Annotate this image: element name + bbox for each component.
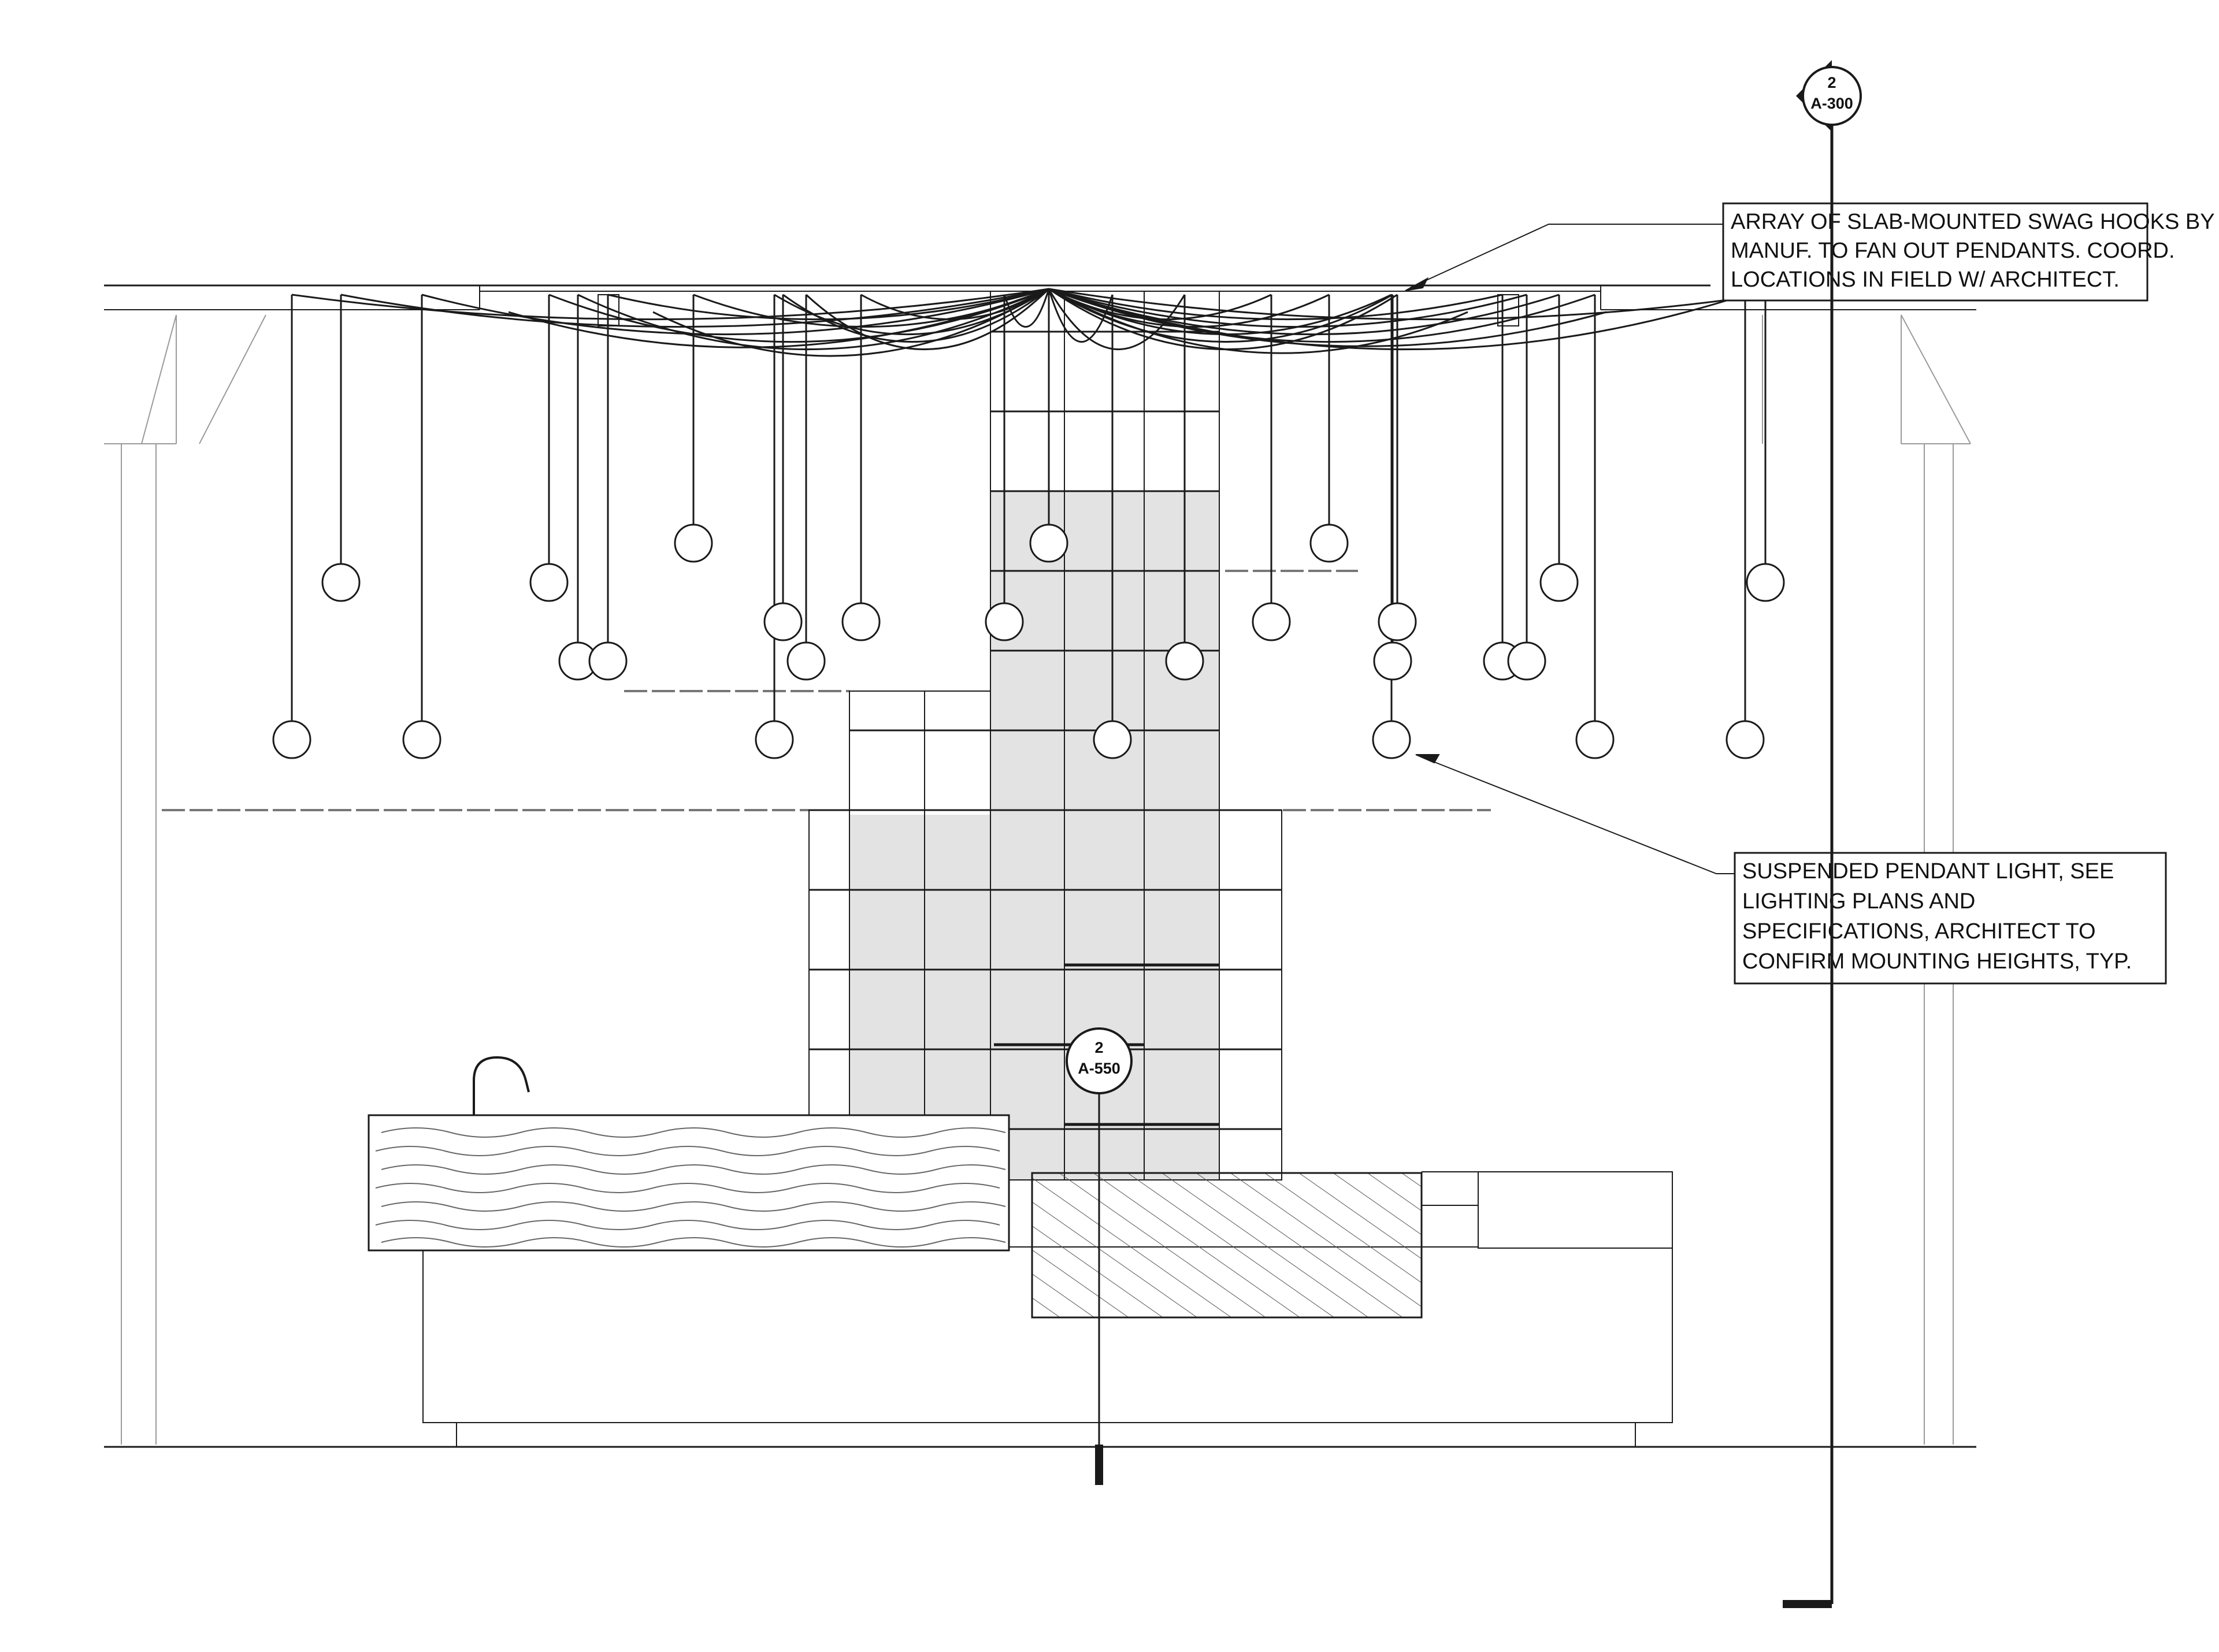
pendant-swag-cord: [1048, 288, 1392, 335]
leader-lines: [1405, 224, 1735, 874]
section-cut: [1783, 121, 1834, 1608]
pendant-globe: [755, 720, 794, 759]
pendant-swag-cord: [508, 288, 1049, 348]
pendant-swag-cord: [548, 288, 1049, 343]
section-marker-sheet: A-300: [1810, 95, 1853, 112]
pendant-swag-cord: [805, 288, 1050, 351]
pendant-swag-cord: [340, 288, 1049, 328]
pendant-swag-cord: [291, 288, 1049, 321]
pendant-globe: [985, 602, 1024, 641]
pendant-globe: [1575, 720, 1615, 759]
note-pendant-line-2: LIGHTING PLANS AND: [1742, 889, 1975, 914]
wall-top-lines: [162, 570, 1491, 811]
pendant-globe: [1507, 641, 1546, 681]
note-pendant-line-4: CONFIRM MOUNTING HEIGHTS, TYP.: [1742, 949, 2132, 974]
pendant-globe: [1726, 720, 1765, 759]
pendant-swag-cord: [1048, 288, 1527, 328]
pendant-swag-cord: [421, 288, 1049, 336]
note-swag-line-1: ARRAY OF SLAB-MOUNTED SWAG HOOKS BY: [1731, 210, 2215, 234]
pendant-swag-cord: [1048, 288, 1766, 321]
pendant-globe: [841, 602, 881, 641]
pendant-swag-cord: [1048, 288, 1468, 354]
pendant-swag-cord: [652, 288, 1049, 357]
pendant-swag-cord: [1048, 288, 1398, 351]
pendant-globe: [1372, 720, 1411, 759]
pendant-swag-cord: [1048, 288, 1607, 347]
pendant-globe: [1378, 602, 1417, 641]
note-pendant-light: SUSPENDED PENDANT LIGHT, SEE LIGHTING PL…: [1734, 852, 2167, 985]
pendant-globe: [786, 641, 826, 681]
pendant-swag-cord: [1048, 288, 1503, 321]
pendant-globe: [588, 641, 628, 681]
pendant-globe: [763, 602, 803, 641]
wood-top: [368, 1114, 1010, 1252]
detail-marker-number: 2: [1094, 1039, 1103, 1056]
pendant-globe: [272, 720, 311, 759]
pendant-globe: [1029, 524, 1068, 563]
pendant-swag-cord: [1048, 288, 1746, 350]
section-marker-number: 2: [1827, 74, 1836, 91]
pendant-globe: [1309, 524, 1349, 563]
pendant-globe: [529, 563, 569, 602]
pendant-swag-cord: [607, 288, 1049, 321]
pendant-lights: [272, 288, 1785, 759]
pendant-globe: [1373, 641, 1412, 681]
hatched-panel: [1031, 1172, 1423, 1319]
faucet: [473, 1056, 530, 1115]
pendant-globe: [1165, 641, 1204, 681]
section-marker: 2 A-300: [1796, 60, 1862, 132]
detail-marker-sheet: A-550: [1078, 1060, 1120, 1077]
pendant-swag-cord: [577, 288, 1049, 350]
note-swag-line-2: MANUF. TO FAN OUT PENDANTS. COORD.: [1731, 239, 2175, 263]
note-pendant-line-1: SUSPENDED PENDANT LIGHT, SEE: [1742, 859, 2114, 883]
pendant-globe: [1252, 602, 1291, 641]
note-pendant-line-3: SPECIFICATIONS, ARCHITECT TO: [1742, 919, 2096, 944]
shelving-unit: [808, 291, 1282, 1180]
pendant-globe: [1539, 563, 1579, 602]
pendant-swag-cord: [1003, 288, 1050, 328]
pendant-globe: [1093, 720, 1132, 759]
note-swag-hooks: ARRAY OF SLAB-MOUNTED SWAG HOOKS BY MANU…: [1722, 202, 2215, 302]
pendant-globe: [1746, 563, 1785, 602]
pendant-globe: [402, 720, 441, 759]
pendant-globe: [321, 563, 361, 602]
pendant-globe: [674, 524, 713, 563]
detail-marker: 2 A-550: [1066, 1027, 1133, 1485]
note-swag-line-3: LOCATIONS IN FIELD W/ ARCHITECT.: [1731, 268, 2120, 292]
